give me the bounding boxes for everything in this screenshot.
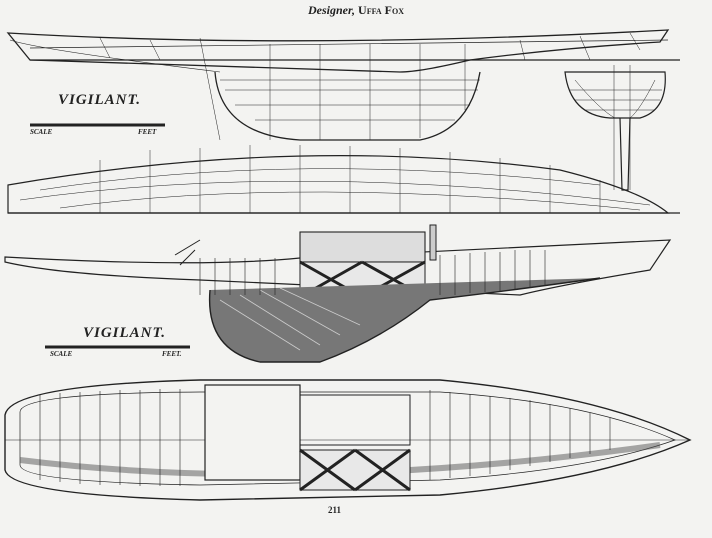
yacht-name-label-bottom: VIGILANT. xyxy=(83,325,167,341)
scale-label-bottom: SCALE xyxy=(50,350,73,358)
unit-label-bottom: FEET. xyxy=(162,350,182,358)
construction-profile xyxy=(4,224,672,363)
unit-label-top: FEET xyxy=(138,128,157,136)
caption-prefix: Designer, xyxy=(308,3,356,17)
body-plan xyxy=(564,65,666,191)
yacht-name-label-top: VIGILANT. xyxy=(58,92,142,108)
page-number: 211 xyxy=(328,505,342,515)
deck-plan xyxy=(4,379,692,501)
half-breadth-plan xyxy=(7,145,680,214)
designer-name: Uffa Fox xyxy=(358,3,404,17)
sheer-plan xyxy=(6,29,680,141)
scale-label-top: SCALE xyxy=(30,128,53,136)
designer-caption: Designer, Uffa Fox xyxy=(0,3,712,18)
